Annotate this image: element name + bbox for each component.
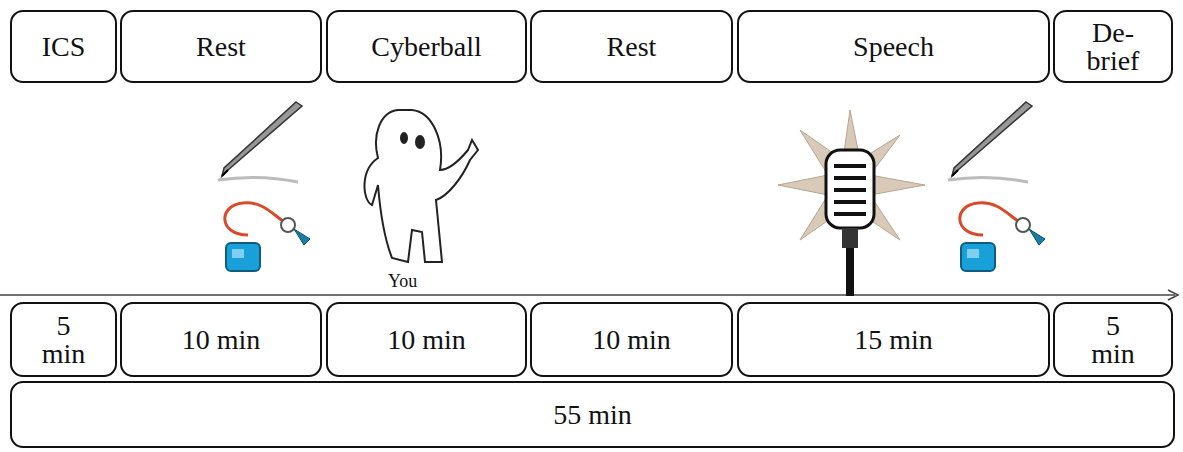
stage-box: Speech [737,10,1050,83]
stage-text: Speech [853,33,934,61]
stage-text: ICS [42,33,86,61]
stage-box: ICS [10,10,117,83]
stage-text: 5 min [1088,312,1138,368]
microphone [778,110,925,296]
stage-box: 15 min [737,302,1050,377]
stage-box: 55 min [10,381,1175,448]
stage-text: 55 min [553,401,632,429]
figure-label: You [388,271,417,292]
stage-box: 10 min [326,302,527,377]
stage-text: 10 min [592,326,671,354]
stage-box: Rest [530,10,733,83]
stage-text: 10 min [182,326,261,354]
stage-box: 10 min [530,302,733,377]
stage-text: De-brief [1081,19,1145,75]
stage-box: 5 min [10,302,117,377]
figure-you [364,110,478,262]
stage-box: De-brief [1053,10,1173,83]
stage-box: 5 min [1053,302,1173,377]
stage-box: Cyberball [326,10,527,83]
stage-box: Rest [120,10,322,83]
stage-text: 15 min [854,326,933,354]
stage-text: Rest [607,33,657,61]
stage-text: 10 min [387,326,466,354]
stage-text: 5 min [39,312,89,368]
stage-text: Rest [196,33,246,61]
stage-box: 10 min [120,302,322,377]
stage-text: Cyberball [371,33,481,61]
